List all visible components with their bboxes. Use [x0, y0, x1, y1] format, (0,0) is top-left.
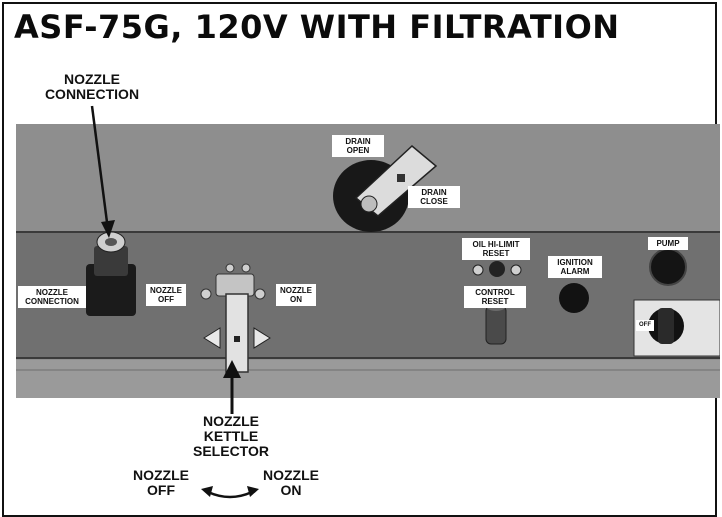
- selector-arrow-right: [253, 327, 271, 349]
- label-control-reset: CONTROL RESET: [464, 286, 526, 308]
- selector-screw-top-right: [241, 263, 251, 273]
- label-pump: PUMP: [648, 237, 688, 250]
- nozzle-connector-bore: [105, 238, 117, 246]
- selector-handle: [225, 293, 249, 373]
- pump-switch-lever: [658, 308, 674, 344]
- selector-arrow-left: [203, 327, 221, 349]
- callout-nozzle-connection: NOZZLE CONNECTION: [44, 71, 140, 102]
- selector-screw-top-left: [225, 263, 235, 273]
- hi-limit-reset-button: [489, 261, 505, 277]
- selector-screw-right: [254, 288, 266, 300]
- label-drain-close: DRAIN CLOSE: [408, 186, 460, 208]
- drain-handle-mark: [397, 174, 405, 182]
- control-reset-button: [485, 305, 507, 345]
- ignition-alarm-light: [559, 283, 589, 313]
- callout-nozzle-on: NOZZLE ON: [263, 467, 319, 498]
- pump-button: [649, 248, 687, 286]
- label-oil-hi-limit-reset: OIL HI-LIMIT RESET: [462, 238, 530, 260]
- nozzle-connector-base: [86, 264, 136, 316]
- label-switch-off: OFF: [636, 320, 654, 331]
- selector-handle-mark: [234, 336, 240, 342]
- bottom-trim: [16, 360, 720, 398]
- hi-limit-indicator-right: [510, 264, 522, 276]
- label-ignition-alarm: IGNITION ALARM: [548, 256, 602, 278]
- hi-limit-indicator-left: [472, 264, 484, 276]
- control-panel-photo: DRAIN OPEN DRAIN CLOSE NOZZLE CONNECTION…: [16, 124, 720, 398]
- selector-mount-plate: [215, 273, 255, 297]
- label-nozzle-off-panel: NOZZLE OFF: [146, 284, 186, 306]
- label-nozzle-connection-panel: NOZZLE CONNECTION: [18, 286, 86, 308]
- selector-screw-left: [200, 288, 212, 300]
- callout-selector: NOZZLE KETTLE SELECTOR: [193, 413, 269, 459]
- nozzle-connector-body: [94, 246, 128, 276]
- control-panel-illustration: [16, 124, 720, 398]
- label-nozzle-on-panel: NOZZLE ON: [276, 284, 316, 306]
- page-title: ASF-75G, 120V WITH FILTRATION: [14, 8, 620, 46]
- label-drain-open: DRAIN OPEN: [332, 135, 384, 157]
- drain-valve-hub: [360, 195, 378, 213]
- callout-nozzle-off: NOZZLE OFF: [133, 467, 189, 498]
